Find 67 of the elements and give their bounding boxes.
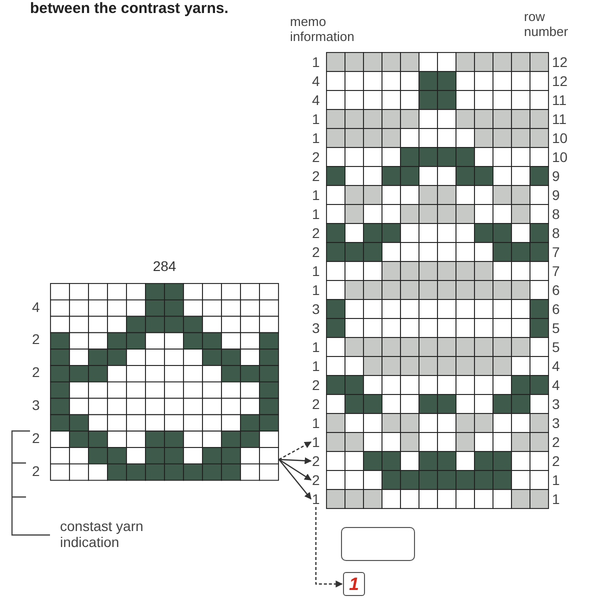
row-number: 2: [552, 434, 560, 450]
row-number: 3: [552, 415, 560, 431]
row-number: 1: [552, 472, 560, 488]
memo-number: 2: [312, 244, 320, 260]
arrow: [315, 507, 343, 588]
row-number: 1: [552, 491, 560, 507]
row-count: 2: [32, 364, 40, 380]
memo-number: 4: [312, 73, 320, 89]
memo-number: 2: [312, 396, 320, 412]
knitting-chart: [326, 52, 549, 509]
column-heading: row number: [524, 9, 570, 39]
column-heading: memo information: [290, 14, 356, 44]
arrow: [278, 459, 312, 500]
memo-number: 1: [312, 282, 320, 298]
row-number: 7: [552, 263, 560, 279]
row-number: 12: [552, 54, 568, 70]
memo-number: 2: [312, 453, 320, 469]
row-number: 7: [552, 244, 560, 260]
heading: between the contrast yarns.: [30, 0, 228, 17]
memo-number: 1: [312, 130, 320, 146]
memo-number: 1: [312, 187, 320, 203]
row-number: 9: [552, 187, 560, 203]
memo-number: 2: [312, 149, 320, 165]
arrow: [278, 457, 312, 464]
row-number: 5: [552, 320, 560, 336]
row-number: 10: [552, 130, 568, 146]
row-number: 11: [552, 111, 567, 127]
row-number: 6: [552, 301, 560, 317]
memo-number: 1: [312, 54, 320, 70]
row-number: 9: [552, 168, 560, 184]
row-count: 2: [32, 430, 40, 446]
row-number: 2: [552, 453, 560, 469]
memo-number: 1: [312, 111, 320, 127]
memo-number: 1: [312, 263, 320, 279]
row-count: 2: [32, 462, 40, 479]
digit-display: 1: [343, 572, 365, 596]
row-number: 4: [552, 358, 560, 374]
memo-number: 2: [312, 377, 320, 393]
bracket-caption: constast yarn indication: [60, 518, 144, 550]
memo-number: 2: [312, 472, 320, 488]
memo-number: 1: [312, 434, 320, 450]
memo-number: 1: [312, 358, 320, 374]
row-count: 4: [32, 298, 40, 315]
row-count: 2: [32, 331, 40, 348]
memo-number: 2: [312, 168, 320, 184]
row-count: 3: [32, 397, 40, 413]
memo-number: 4: [312, 92, 320, 108]
memo-number: 1: [312, 415, 320, 431]
row-number: 3: [552, 396, 560, 412]
row-number: 12: [552, 73, 568, 89]
row-number: 10: [552, 149, 568, 165]
row-number: 4: [552, 377, 560, 393]
memo-number: 3: [312, 320, 320, 336]
memo-number: 1: [312, 206, 320, 222]
row-number: 8: [552, 206, 560, 222]
memo-number: 2: [312, 225, 320, 241]
memo-number: 3: [312, 301, 320, 317]
memo-number: 1: [312, 491, 320, 507]
memo-number: 1: [312, 339, 320, 355]
arrow: [278, 458, 312, 480]
row-number: 11: [552, 92, 567, 108]
row-number: 6: [552, 282, 560, 298]
display-box: [341, 527, 415, 561]
chart-title: 284: [152, 257, 178, 275]
row-number: 5: [552, 339, 560, 355]
row-number: 8: [552, 225, 560, 241]
arrow: [278, 441, 312, 460]
